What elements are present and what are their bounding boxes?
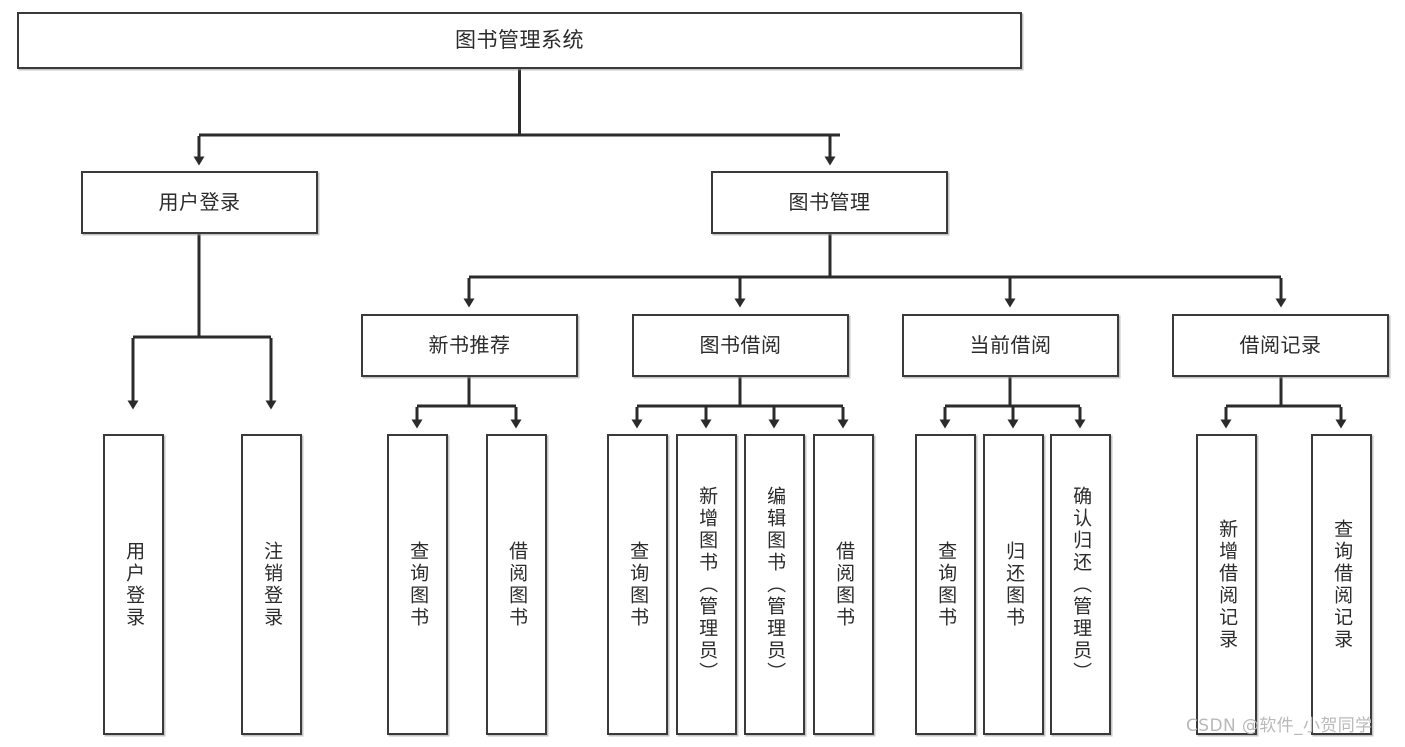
node-label: 当前借阅: [969, 333, 1052, 358]
node-label: 用户登录: [123, 540, 146, 629]
leaf-return-book[interactable]: 归还图书: [983, 434, 1044, 735]
node-borrow-records[interactable]: 借阅记录: [1172, 314, 1389, 377]
node-label: 新增图书（管理员）: [696, 485, 719, 684]
node-label: 查询借阅记录: [1331, 518, 1354, 651]
node-label: 图书借阅: [699, 333, 782, 358]
node-label: 查询图书: [935, 540, 958, 629]
node-book-borrow[interactable]: 图书借阅: [632, 314, 849, 377]
node-label: 新增借阅记录: [1216, 518, 1239, 651]
leaf-query-borrow-record[interactable]: 查询借阅记录: [1311, 434, 1372, 735]
leaf-borrow-book-recommendation[interactable]: 借阅图书: [486, 434, 547, 735]
leaf-borrow-book[interactable]: 借阅图书: [813, 434, 874, 735]
node-label: 借阅记录: [1239, 333, 1322, 358]
leaf-logout[interactable]: 注销登录: [241, 434, 302, 735]
leaf-confirm-return-admin[interactable]: 确认归还（管理员）: [1050, 434, 1111, 735]
node-label: 编辑图书（管理员）: [764, 485, 787, 684]
node-new-book-recommendation[interactable]: 新书推荐: [361, 314, 578, 377]
node-current-borrow[interactable]: 当前借阅: [902, 314, 1119, 377]
leaf-query-book-recommendation[interactable]: 查询图书: [387, 434, 448, 735]
node-label: 归还图书: [1003, 540, 1026, 629]
node-label: 注销登录: [261, 540, 284, 629]
node-label: 用户登录: [158, 190, 241, 215]
node-label: 借阅图书: [506, 540, 529, 629]
node-root-book-management-system[interactable]: 图书管理系统: [17, 12, 1022, 69]
leaf-add-book-admin[interactable]: 新增图书（管理员）: [676, 434, 737, 735]
leaf-add-borrow-record[interactable]: 新增借阅记录: [1196, 434, 1257, 735]
node-label: 查询图书: [627, 540, 650, 629]
node-label: 确认归还（管理员）: [1070, 485, 1093, 684]
node-book-management[interactable]: 图书管理: [711, 171, 948, 234]
node-user-login[interactable]: 用户登录: [81, 171, 318, 234]
node-label: 新书推荐: [428, 333, 511, 358]
leaf-query-book-borrow[interactable]: 查询图书: [607, 434, 668, 735]
node-label: 图书管理系统: [455, 27, 584, 52]
node-label: 图书管理: [788, 190, 871, 215]
leaf-user-login[interactable]: 用户登录: [103, 434, 164, 735]
watermark: CSDN @软件_小贺同学: [1186, 716, 1373, 736]
leaf-query-book-current[interactable]: 查询图书: [915, 434, 976, 735]
node-label: 查询图书: [407, 540, 430, 629]
leaf-edit-book-admin[interactable]: 编辑图书（管理员）: [744, 434, 805, 735]
node-label: 借阅图书: [833, 540, 856, 629]
